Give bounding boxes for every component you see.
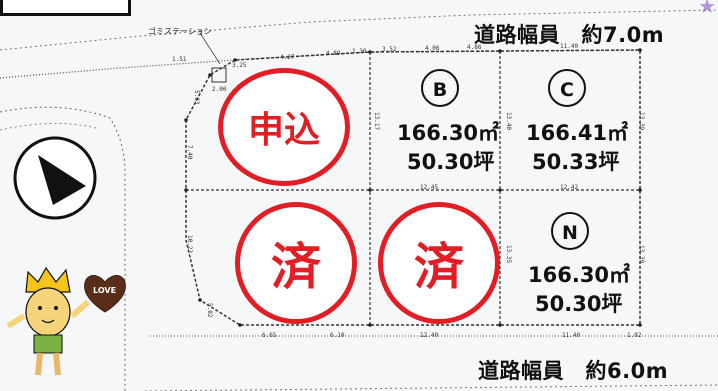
- lot-n-area-m2: 166.30㎡: [528, 263, 631, 287]
- lot-c-letter: C: [548, 69, 586, 107]
- dim-left-3: 5.02: [206, 303, 213, 318]
- dim-top-2: 4.27: [280, 54, 295, 61]
- dim-bottom-0: 6.65: [262, 332, 277, 339]
- dim-v-0: 13.17: [373, 112, 380, 131]
- heart-label: LOVE: [93, 286, 117, 295]
- lot-b-area-tsubo: 50.30坪: [407, 150, 495, 174]
- dim-v-3: 13.35: [505, 245, 512, 264]
- stamp-applied: 申込: [218, 68, 350, 186]
- dim-mid-1: 12.42: [560, 184, 579, 191]
- stamp-sold-1: 済: [235, 202, 357, 324]
- stamp-sold-2: 済: [378, 202, 500, 324]
- road-curve-left: [0, 106, 126, 391]
- dim-v-1: 13.40: [505, 112, 512, 131]
- dim-bottom-2: 12.40: [420, 332, 439, 339]
- road-edge-top: [0, 9, 718, 51]
- road-edge-bottom-2: [144, 384, 718, 391]
- lot-n-letter: N: [551, 212, 589, 250]
- dim-top-5: 3.52: [382, 46, 397, 53]
- dim-top-0: 1.51: [172, 56, 187, 63]
- dim-v-4: 13.39: [638, 245, 645, 264]
- north-arrow-icon: [13, 136, 97, 220]
- dim-top-1: 3.25: [232, 62, 247, 69]
- garbage-station-label: ゴミステーション: [148, 27, 212, 36]
- dim-left-2: 10.23: [186, 235, 193, 254]
- dim-top-3: 4.89: [326, 50, 341, 57]
- property-boundary-top: [0, 49, 641, 79]
- lot-c-area-m2: 166.41㎡: [526, 121, 629, 145]
- dim-left-1: 7.40: [186, 145, 193, 160]
- boundary-markers: [184, 48, 642, 327]
- lot-b-letter: B: [421, 69, 459, 107]
- road-width-top: 道路幅員 約7.0m: [474, 23, 665, 47]
- dim-top-6: 4.06: [425, 45, 440, 52]
- garbage-station-box: [211, 67, 227, 83]
- top-frame-box: [0, 0, 131, 16]
- road-curve-left-2: [0, 123, 97, 131]
- lot-b-area-m2: 166.30㎡: [397, 121, 500, 145]
- dim-top-7: 4.86: [467, 44, 482, 51]
- dim-bottom-1: 6.10: [330, 332, 345, 339]
- dim-top-4: 1.30: [352, 48, 367, 55]
- lot-c-area-tsubo: 50.33坪: [532, 150, 620, 174]
- dim-mid-0: 12.45: [420, 184, 439, 191]
- mascot-icon: [6, 266, 90, 376]
- dim-bottom-3: 11.40: [562, 332, 581, 339]
- road-width-bottom: 道路幅員 約6.0m: [478, 359, 669, 383]
- dim-left-0: 5.03: [193, 90, 200, 105]
- star-icon: ★: [698, 0, 716, 18]
- dim-top-8: 11.40: [560, 43, 579, 50]
- dim-v-2: 13.39: [638, 112, 645, 131]
- heart-icon: [84, 275, 126, 313]
- dim-bottom-4: 1.02: [627, 332, 642, 339]
- lot-n-area-tsubo: 50.30坪: [535, 292, 623, 316]
- dim-top-9: 2.00: [212, 86, 227, 93]
